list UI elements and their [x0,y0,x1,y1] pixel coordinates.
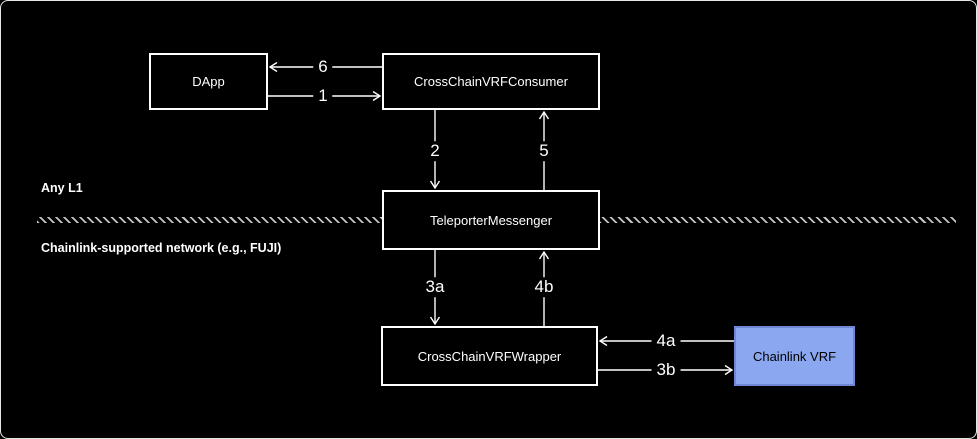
node-dapp: DApp [149,53,268,110]
region-label-any-l1: Any L1 [41,181,83,195]
edge-label-4b: 4b [529,277,559,297]
node-crosschain-vrf-wrapper: CrossChainVRFWrapper [381,326,598,386]
node-teleporter-messenger: TeleporterMessenger [382,190,600,250]
node-chainlink-vrf: Chainlink VRF [734,326,855,386]
edge-label-1: 1 [313,86,333,106]
node-crosschain-vrf-consumer: CrossChainVRFConsumer [382,53,600,110]
node-chainlink-vrf-label: Chainlink VRF [752,348,837,364]
node-crosschain-vrf-consumer-label: CrossChainVRFConsumer [414,74,568,89]
node-dapp-label: DApp [192,74,225,89]
edge-label-4a: 4a [651,331,681,351]
edge-label-5: 5 [534,141,554,161]
node-teleporter-messenger-label: TeleporterMessenger [429,212,553,228]
edge-label-2: 2 [425,141,445,161]
edge-label-6: 6 [313,57,333,77]
region-label-chainlink-network: Chainlink-supported network (e.g., FUJI) [41,241,282,255]
edge-label-3a: 3a [420,277,450,297]
node-crosschain-vrf-wrapper-label: CrossChainVRFWrapper [417,348,562,364]
edge-label-3b: 3b [651,360,681,380]
